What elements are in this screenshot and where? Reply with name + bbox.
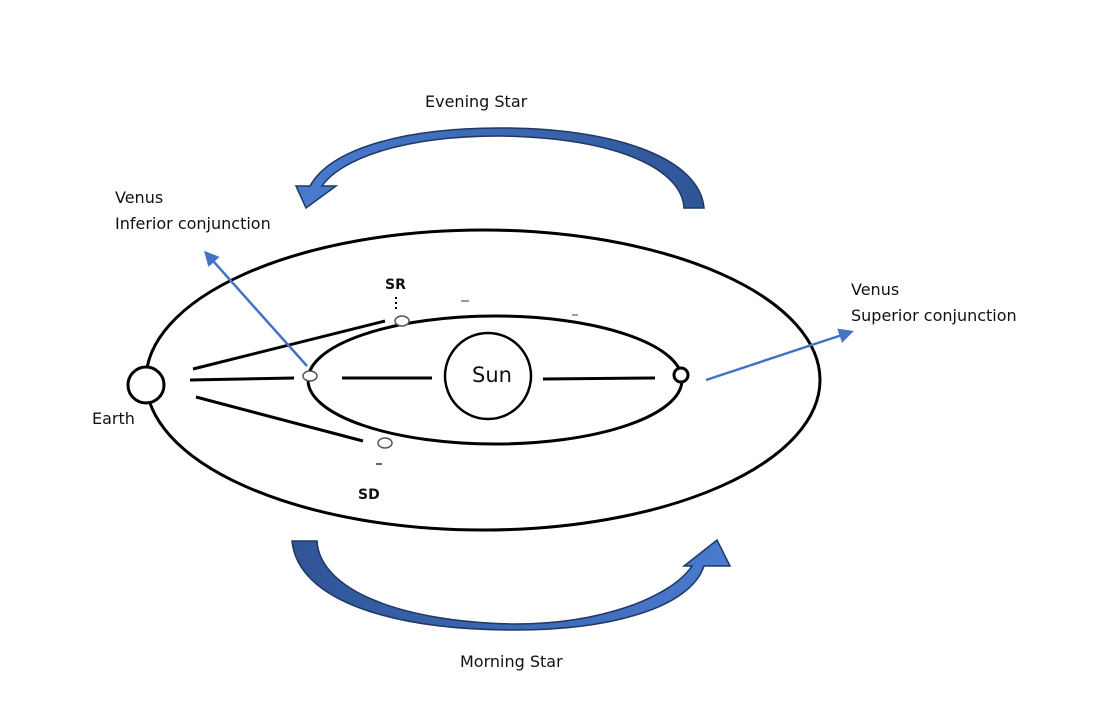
sd-label: SD <box>358 487 380 503</box>
sun-label: Sun <box>472 363 512 387</box>
venus-superior-body <box>672 366 690 384</box>
venus-sr-body <box>394 315 410 327</box>
sr-label: SR <box>385 277 406 293</box>
morning-star-label: Morning Star <box>460 652 563 671</box>
sightline-to-sd <box>195 395 364 443</box>
earth-body <box>126 365 166 405</box>
superior-conjunction-label: Superior conjunction <box>851 306 1017 325</box>
sightline-to-inferior <box>189 376 295 382</box>
superior-pointer-arrow <box>705 328 854 382</box>
venus-sd-body <box>377 437 393 449</box>
inferior-pointer-arrow <box>204 250 308 367</box>
inferior-conjunction-title: Venus <box>115 188 164 207</box>
line-sun-to-superior <box>542 376 656 381</box>
inferior-conjunction-label: Inferior conjunction <box>115 214 271 233</box>
superior-conjunction-title: Venus <box>851 280 900 299</box>
venus-inferior-body <box>302 370 318 382</box>
evening-star-label: Evening Star <box>425 92 528 111</box>
earth-label: Earth <box>92 409 135 428</box>
evening-star-arrow <box>294 127 705 210</box>
morning-star-arrow <box>291 538 732 631</box>
sun-body <box>443 331 533 421</box>
